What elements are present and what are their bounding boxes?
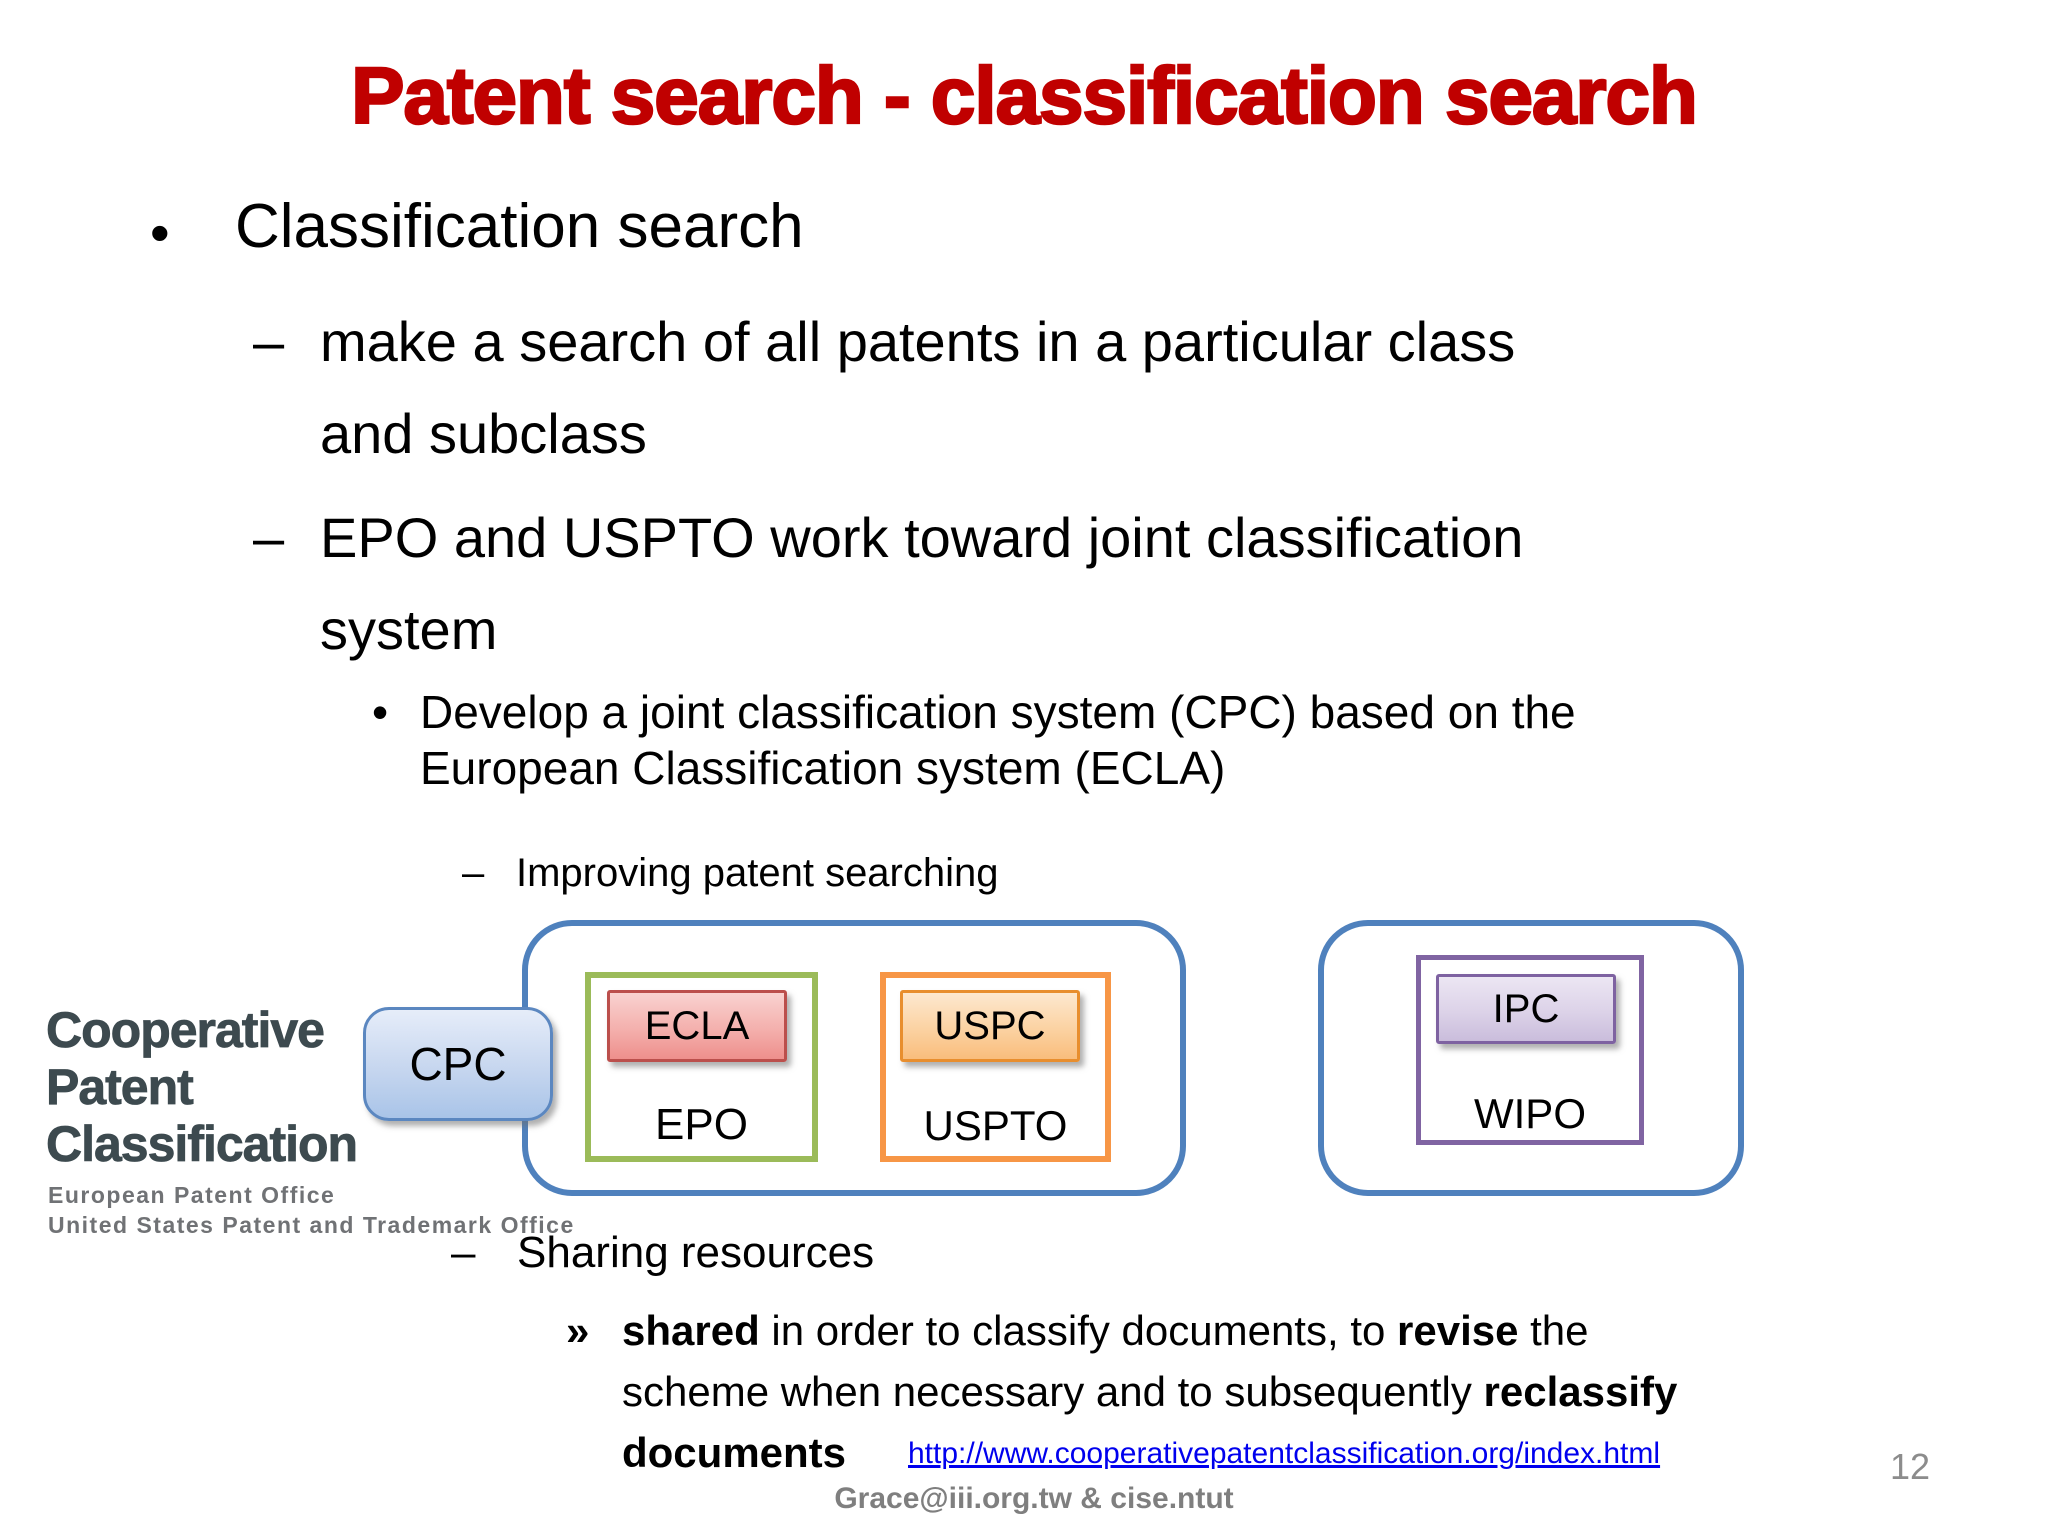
bullet-marker: – <box>253 506 285 569</box>
cpc-logo-line2: Patent <box>46 1059 195 1116</box>
bullet-marker: – <box>451 1228 476 1277</box>
bullet-marker: » <box>566 1307 590 1354</box>
page-title: Patent search - classification search <box>350 50 1699 142</box>
ipc-chip: IPC <box>1436 974 1616 1044</box>
text-line: make a search of all patents in a partic… <box>320 310 1516 373</box>
bold-text: revise <box>1397 1307 1519 1354</box>
bullet-marker: • <box>150 201 170 264</box>
text-line: European Classification system (ECLA) <box>420 742 1226 794</box>
slide-footer: Grace@iii.org.tw & cise.ntut <box>834 1482 1234 1515</box>
text-line: and subclass <box>320 402 647 465</box>
cpc-website-link[interactable]: http://www.cooperativepatentclassificati… <box>908 1437 1661 1470</box>
text-line: scheme when necessary and to subsequentl… <box>622 1361 1982 1422</box>
bullet-improving-patent-searching: Improving patent searching <box>516 851 999 895</box>
bold-text: reclassify <box>1483 1368 1678 1415</box>
cpc-logo-uspto-line: United States Patent and Trademark Offic… <box>48 1212 575 1238</box>
note-shared-resources: shared in order to classify documents, t… <box>622 1300 1982 1483</box>
cpc-chip: CPC <box>363 1007 553 1121</box>
text-line: documents <box>622 1422 1982 1483</box>
epo-label: EPO <box>655 1100 748 1149</box>
bold-text: documents <box>622 1429 847 1476</box>
bold-text: shared <box>622 1307 760 1354</box>
bullet-marker: • <box>372 686 389 738</box>
bullet-marker: – <box>462 851 485 895</box>
plain-text: the <box>1518 1307 1589 1354</box>
text-line: Develop a joint classification system (C… <box>420 686 1576 738</box>
bullet-marker: – <box>253 310 285 373</box>
wipo-label: WIPO <box>1474 1090 1586 1137</box>
bullet-sharing-resources: Sharing resources <box>517 1228 875 1277</box>
text-line: EPO and USPTO work toward joint classifi… <box>320 506 1524 569</box>
cpc-logo-line3: Classification <box>46 1116 359 1173</box>
bullet-epo-uspto: EPO and USPTO work toward joint classifi… <box>320 492 1523 676</box>
cpc-logo-epo-line: European Patent Office <box>48 1182 336 1208</box>
text-line: system <box>320 598 498 661</box>
plain-text: in order to classify documents, to <box>759 1307 1398 1354</box>
page-number: 12 <box>1890 1446 1931 1487</box>
uspto-label: USPTO <box>923 1102 1068 1149</box>
bullet-make-a-search: make a search of all patents in a partic… <box>320 296 1515 480</box>
cpc-logo-line1: Cooperative <box>46 1002 326 1059</box>
ecla-chip: ECLA <box>607 990 787 1062</box>
plain-text: scheme when necessary and to subsequentl… <box>622 1368 1484 1415</box>
uspc-chip: USPC <box>900 990 1080 1062</box>
text-line: shared in order to classify documents, t… <box>622 1300 1982 1361</box>
bullet-l1-classification-search: Classification search <box>235 192 804 261</box>
bullet-develop-cpc: Develop a joint classification system (C… <box>420 684 1576 796</box>
